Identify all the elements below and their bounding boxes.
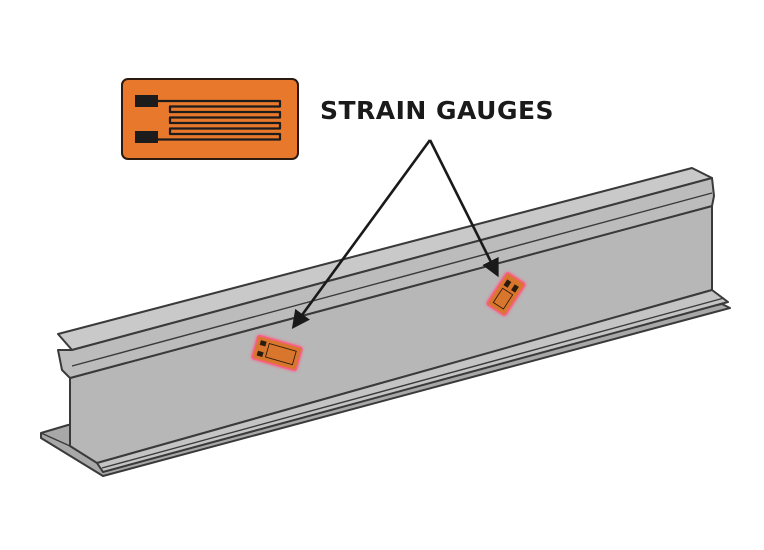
arrow-to-right-gauge [428, 139, 499, 278]
arrow-to-left-gauge [291, 139, 432, 329]
callout-arrows [291, 139, 499, 329]
rail-edges [40, 192, 725, 469]
strain-gauge-left [251, 334, 303, 372]
strain-gauges-label: STRAIN GAUGES [320, 96, 554, 125]
rail-head-front [57, 177, 715, 379]
rail-beam [40, 167, 731, 477]
gauge-grid-icon [158, 99, 282, 141]
strain-gauge-closeup [121, 78, 299, 160]
strain-gauge-right [486, 272, 526, 316]
